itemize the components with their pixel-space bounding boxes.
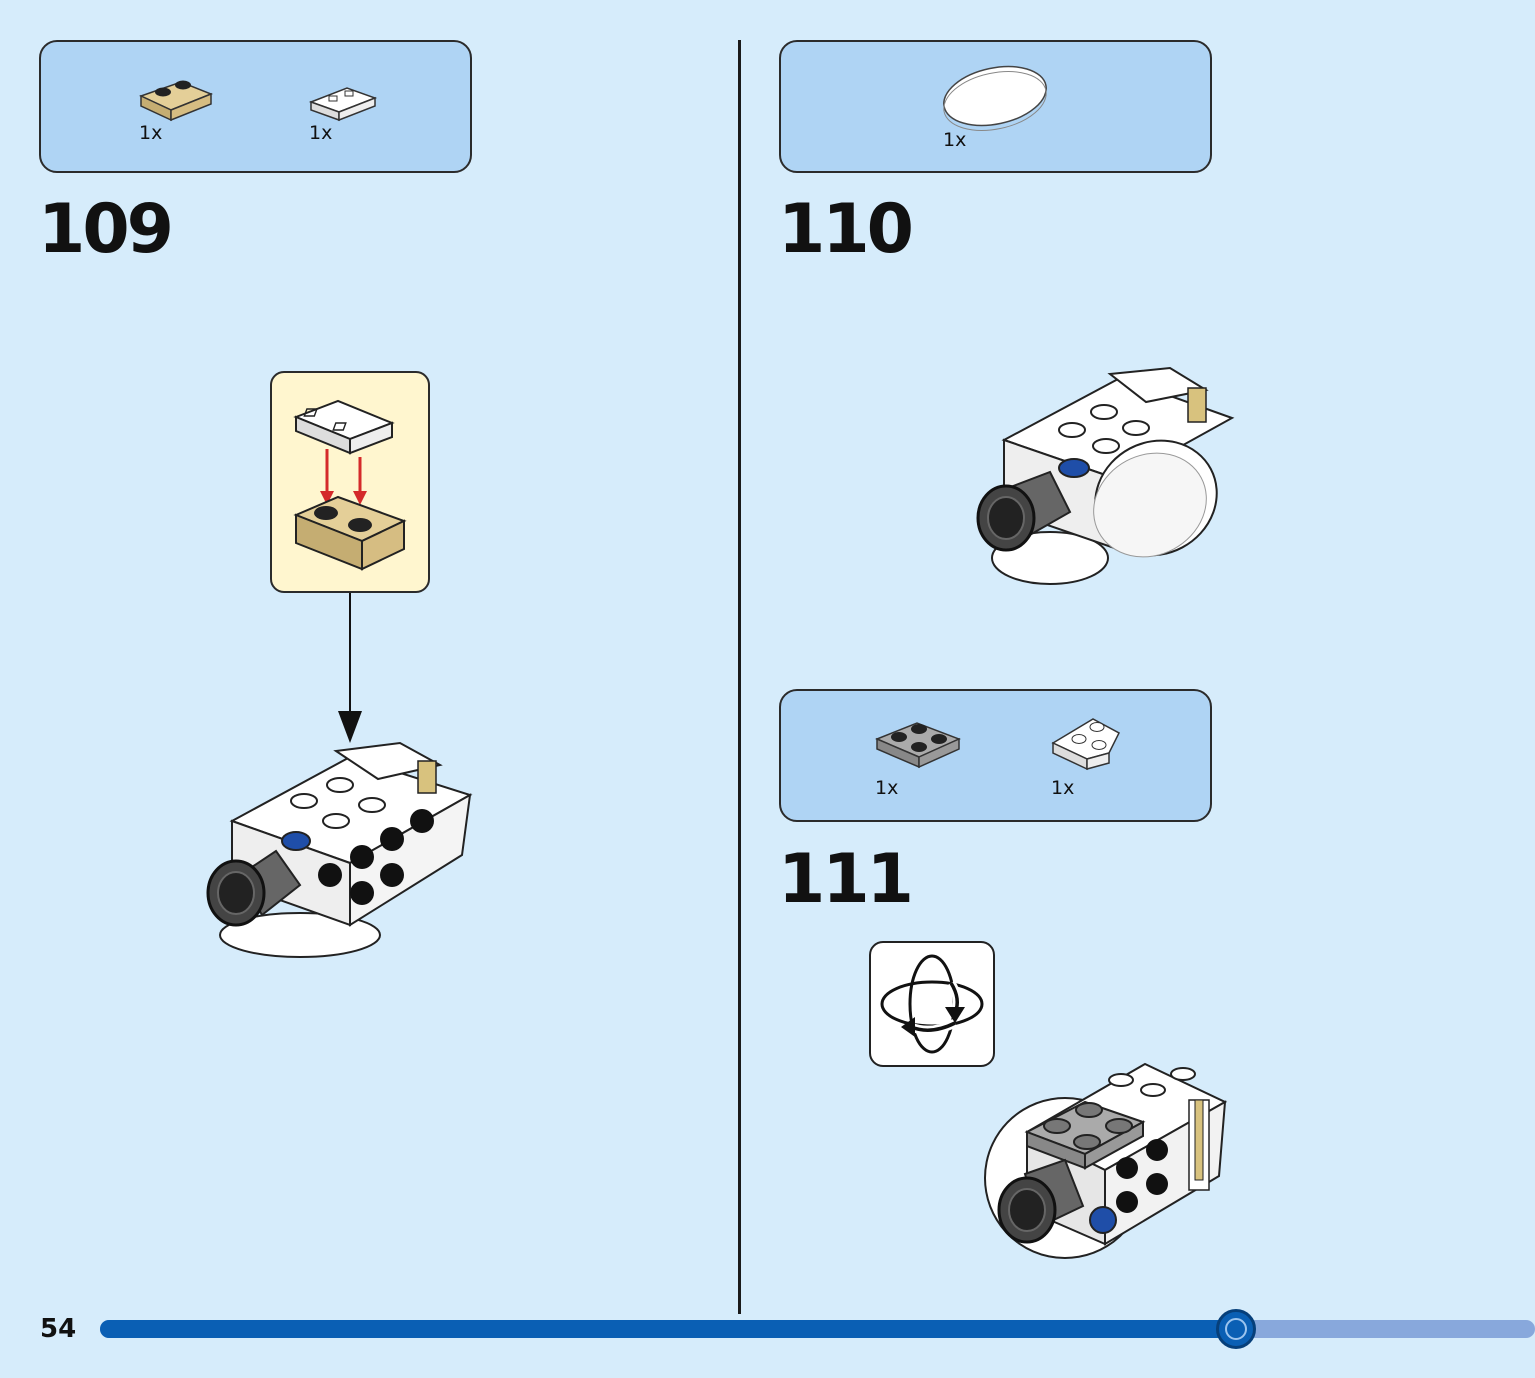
white-oval-tile-icon xyxy=(943,65,1047,131)
tan-plate-1x2-with-rail-icon xyxy=(139,80,214,122)
parts-box-step-110: 1x xyxy=(779,40,1212,173)
part-qty: 1x xyxy=(139,122,163,144)
white-tile-1x2-icon xyxy=(308,87,378,122)
callout-illustration xyxy=(293,399,407,571)
step-number: 110 xyxy=(778,190,914,269)
page-divider xyxy=(738,40,741,1314)
model-step-111 xyxy=(984,1062,1228,1259)
connector-arrow xyxy=(338,593,362,743)
model-step-109 xyxy=(206,741,473,958)
model-step-110 xyxy=(976,366,1235,585)
part-qty: 1x xyxy=(1051,777,1075,799)
part-qty: 1x xyxy=(943,129,967,151)
rotate-model-box xyxy=(869,941,995,1067)
gray-plate-2x2-icon xyxy=(875,722,961,769)
rotate-model-icon xyxy=(880,954,984,1054)
part-qty: 1x xyxy=(875,777,899,799)
progress-fill xyxy=(100,1320,1236,1338)
parts-box-step-109: 1x 1x xyxy=(39,40,472,173)
step-number: 109 xyxy=(38,190,174,269)
step-number: 111 xyxy=(778,840,914,919)
progress-indicator xyxy=(1216,1309,1256,1349)
page-number: 54 xyxy=(40,1314,77,1344)
sub-assembly-callout xyxy=(270,371,430,593)
part-qty: 1x xyxy=(309,122,333,144)
parts-box-step-111: 1x 1x xyxy=(779,689,1212,822)
white-wedge-plate-icon xyxy=(1051,718,1120,771)
